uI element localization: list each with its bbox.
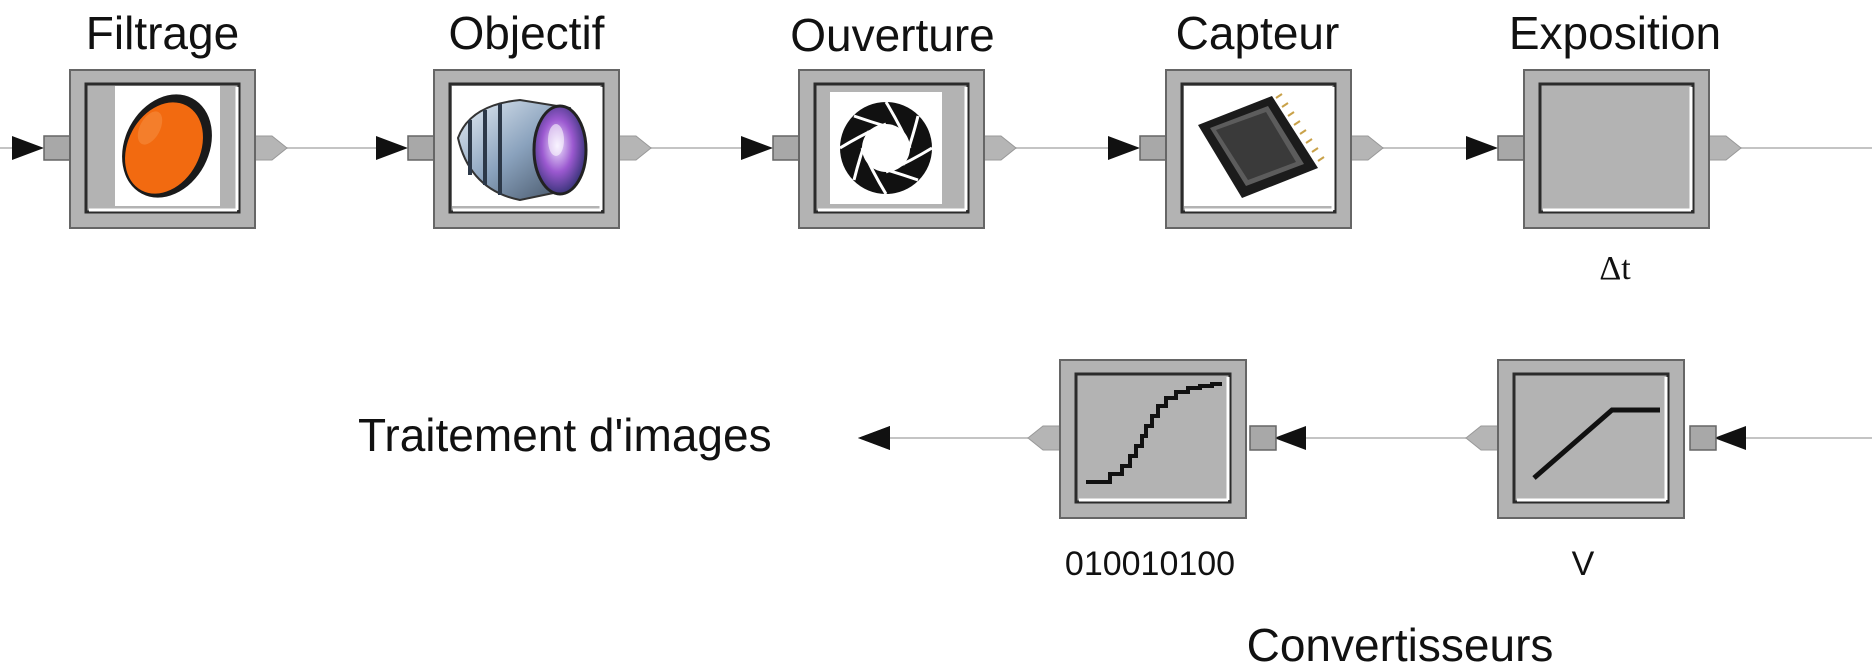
connection-wires (0, 147, 1872, 439)
ouverture-block[interactable] (772, 69, 1017, 229)
input-arrows-top (12, 136, 1498, 160)
saturation-ramp-icon (1532, 407, 1660, 480)
convertisseurs-label: Convertisseurs (1246, 619, 1554, 671)
capteur-title: Capteur (1175, 7, 1340, 59)
traitement-images-label: Traitement d'images (358, 409, 772, 461)
output-arrow (858, 426, 890, 450)
voltage-converter-block[interactable] (1465, 359, 1717, 519)
ouverture-title: Ouverture (790, 9, 995, 61)
digital-caption: 010010100 (1064, 545, 1236, 583)
filtrage-title: Filtrage (85, 7, 240, 59)
digital-converter-block[interactable] (1027, 359, 1277, 519)
capteur-block[interactable] (1139, 69, 1384, 229)
image-sensor-chip-icon (1198, 93, 1325, 198)
exposition-block[interactable] (1497, 69, 1742, 229)
voltage-caption: V (1571, 545, 1595, 583)
filtrage-block[interactable] (43, 69, 288, 229)
objectif-block[interactable] (407, 69, 652, 229)
staircase-quantizer-icon (1086, 382, 1222, 484)
exposition-caption: Δt (1599, 250, 1631, 287)
camera-lens-icon (456, 98, 588, 202)
objectif-title: Objectif (448, 7, 605, 59)
aperture-iris-icon (839, 101, 933, 195)
exposition-title: Exposition (1508, 7, 1722, 59)
orange-filter-icon (122, 94, 212, 198)
